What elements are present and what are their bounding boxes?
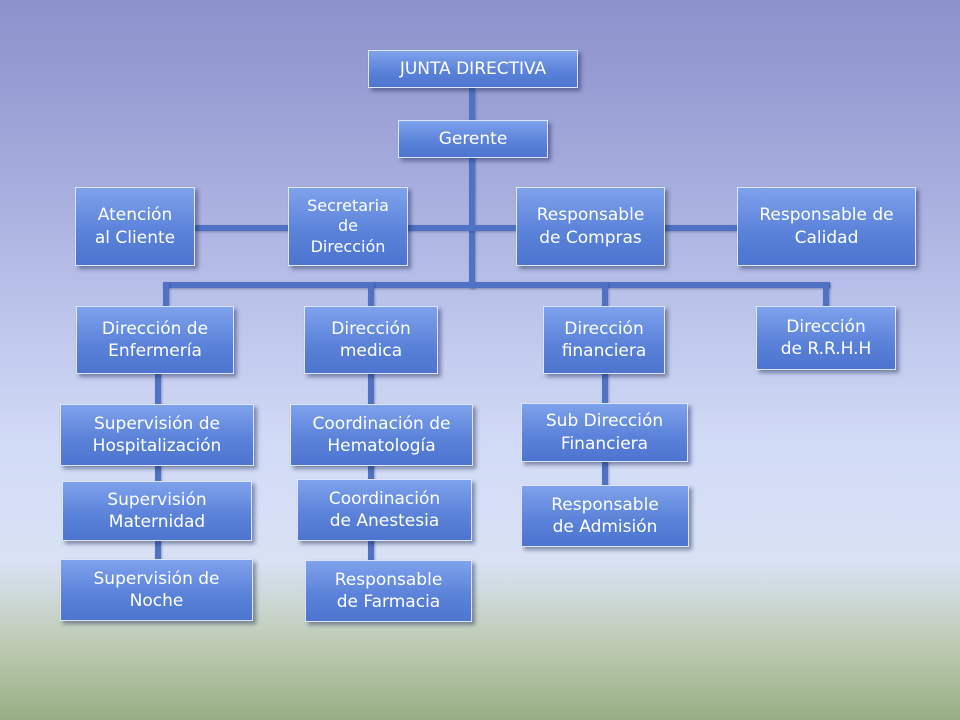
connector-board-manager [469, 88, 475, 122]
financial-direction-box[interactable]: Dirección financiera [543, 306, 665, 374]
nursing-direction-box[interactable]: Dirección de Enfermería [76, 306, 234, 374]
quality-box[interactable]: Responsable de Calidad [737, 187, 916, 266]
connector-staff-line [195, 225, 738, 231]
hr-direction-box[interactable]: Dirección de R.R.H.H [756, 306, 896, 370]
connector-departments-bar [163, 282, 830, 288]
admission-responsible-box[interactable]: Responsable de Admisión [521, 485, 689, 547]
connector-drop-medical [368, 282, 374, 308]
hospitalization-supervision-box[interactable]: Supervisión de Hospitalización [60, 404, 254, 466]
board-box[interactable]: JUNTA DIRECTIVA [368, 50, 578, 88]
financial-subdirection-box[interactable]: Sub Dirección Financiera [521, 403, 688, 462]
secretary-box[interactable]: Secretaria de Dirección [288, 187, 408, 266]
purchasing-box[interactable]: Responsable de Compras [516, 187, 665, 266]
medical-direction-box[interactable]: Dirección medica [304, 306, 438, 374]
maternity-supervision-box[interactable]: Supervisión Maternidad [62, 481, 252, 541]
manager-box[interactable]: Gerente [398, 120, 548, 158]
customer-service-box[interactable]: Atención al Cliente [75, 187, 195, 266]
connector-medical-chain [368, 372, 374, 568]
anesthesia-coordination-box[interactable]: Coordinación de Anestesia [297, 479, 472, 541]
connector-drop-hr [823, 282, 829, 308]
pharmacy-responsible-box[interactable]: Responsable de Farmacia [305, 560, 472, 622]
connector-drop-nursing [163, 282, 169, 308]
connector-manager-trunk [469, 156, 475, 288]
night-supervision-box[interactable]: Supervisión de Noche [60, 559, 253, 621]
connector-drop-financial [602, 282, 608, 308]
connector-nursing-chain [155, 372, 161, 568]
hematology-coordination-box[interactable]: Coordinación de Hematología [290, 404, 473, 466]
